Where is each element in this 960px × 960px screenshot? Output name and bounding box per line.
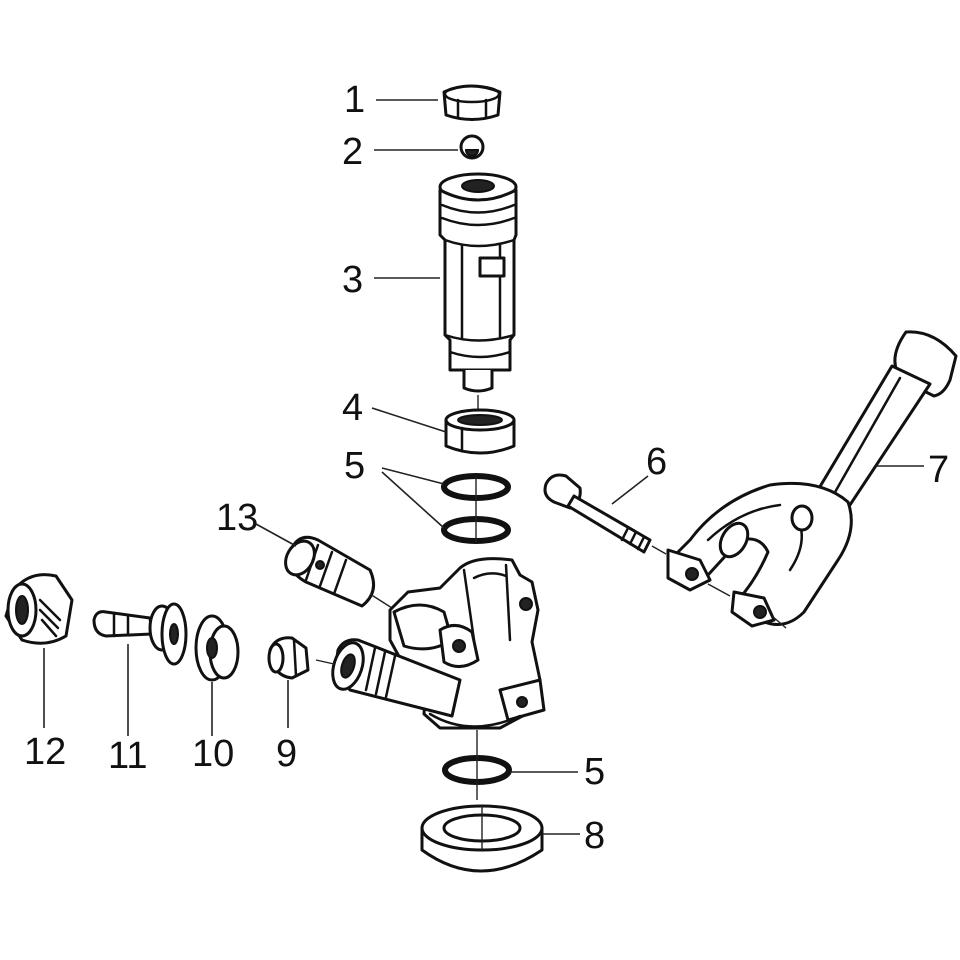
part-4-bushing: [444, 408, 516, 455]
callout-5-lower: 5: [584, 751, 605, 793]
leader-5a-top: [381, 467, 445, 485]
part-7-handle-lever: [666, 330, 958, 629]
part-5-o-rings-upper: [441, 473, 511, 544]
callout-7: 7: [928, 449, 949, 491]
part-13-valve-cartridge: [284, 535, 393, 609]
leader-6: [611, 475, 649, 505]
part-11-hose-tail: [92, 602, 188, 666]
leader-13: [255, 523, 297, 547]
callout-5-upper: 5: [344, 445, 365, 487]
part-12-hex-nut: [4, 573, 74, 645]
part-8-bottom-seal: [420, 804, 544, 873]
part-3-probe-body: [438, 172, 518, 410]
part-5-o-ring-lower: [442, 730, 512, 800]
part-10-washer: [194, 614, 240, 682]
callout-2: 2: [342, 131, 363, 173]
callout-1: 1: [344, 79, 365, 121]
callout-4: 4: [342, 387, 363, 429]
callout-10: 10: [192, 733, 234, 775]
callout-3: 3: [342, 259, 363, 301]
part-6-pin-bolt: [543, 473, 667, 555]
callout-13: 13: [216, 497, 258, 539]
part-9-small-nut: [267, 636, 310, 680]
part-1-cap-nut: [442, 84, 502, 121]
callout-8: 8: [584, 815, 605, 857]
coupler-outlet-tube: [315, 638, 462, 718]
callout-labels: 1 2 3 4 5 5 6 7 8 9 10 11 12 13: [24, 79, 949, 857]
callout-11: 11: [108, 735, 147, 777]
callout-6: 6: [646, 441, 667, 483]
callout-9: 9: [276, 733, 297, 775]
part-2-ball: [459, 134, 485, 160]
callout-12: 12: [24, 731, 66, 773]
leader-4: [371, 407, 447, 433]
leader-5a-bottom: [381, 471, 445, 529]
leader-lines: [43, 99, 924, 835]
